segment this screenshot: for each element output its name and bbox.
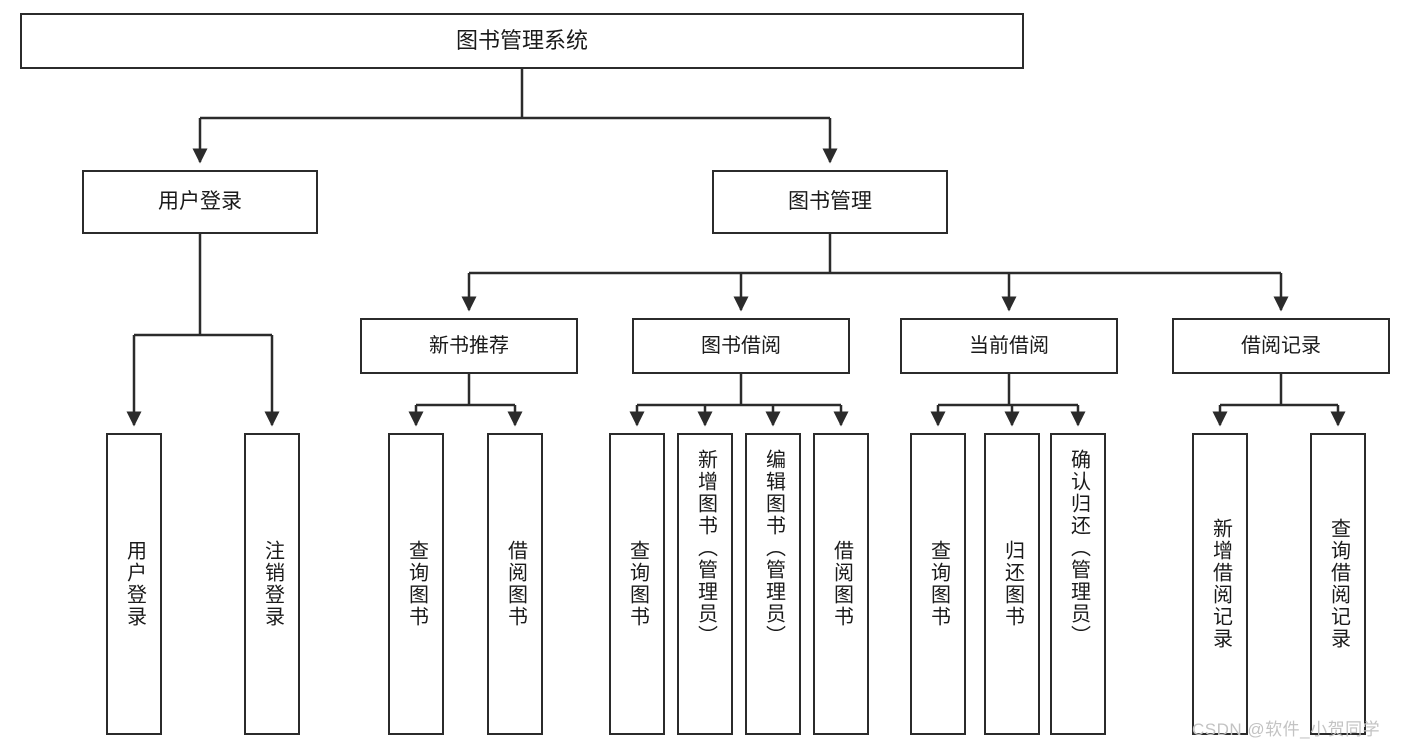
node-leaf-query-book-1-label: 查询图书	[405, 540, 428, 628]
node-leaf-query-book-1[interactable]: 查询图书	[388, 433, 444, 735]
node-leaf-borrow-book-2[interactable]: 借阅图书	[813, 433, 869, 735]
node-leaf-query-book-2-label: 查询图书	[626, 540, 649, 628]
node-book-manage[interactable]: 图书管理	[712, 170, 948, 234]
node-leaf-add-book[interactable]: 新增图书（管理员）	[677, 433, 733, 735]
node-root-label: 图书管理系统	[455, 28, 588, 54]
node-leaf-confirm-return[interactable]: 确认归还（管理员）	[1050, 433, 1106, 735]
node-leaf-query-record-label: 查询借阅记录	[1327, 518, 1350, 650]
node-book-manage-label: 图书管理	[788, 189, 872, 213]
node-leaf-user-login-label: 用户登录	[123, 540, 146, 628]
csdn-watermark: CSDN @软件_小贺同学	[1192, 720, 1381, 739]
node-root[interactable]: 图书管理系统	[20, 13, 1024, 69]
node-leaf-logout[interactable]: 注销登录	[244, 433, 300, 735]
node-book-borrow[interactable]: 图书借阅	[632, 318, 850, 374]
node-leaf-user-login[interactable]: 用户登录	[106, 433, 162, 735]
node-leaf-borrow-book-1[interactable]: 借阅图书	[487, 433, 543, 735]
node-leaf-query-record[interactable]: 查询借阅记录	[1310, 433, 1366, 735]
node-user-login-label: 用户登录	[158, 189, 242, 213]
node-leaf-return-book-label: 归还图书	[1001, 540, 1024, 628]
node-leaf-add-record-label: 新增借阅记录	[1209, 518, 1232, 650]
node-leaf-confirm-return-label: 确认归还（管理员）	[1067, 449, 1090, 647]
node-leaf-add-book-label: 新增图书（管理员）	[694, 449, 717, 647]
node-leaf-return-book[interactable]: 归还图书	[984, 433, 1040, 735]
node-leaf-query-book-2[interactable]: 查询图书	[609, 433, 665, 735]
node-leaf-query-book-3-label: 查询图书	[927, 540, 950, 628]
node-book-borrow-label: 图书借阅	[701, 334, 781, 357]
node-current-borrow-label: 当前借阅	[969, 334, 1049, 357]
node-leaf-edit-book-label: 编辑图书（管理员）	[762, 449, 785, 647]
node-leaf-add-record[interactable]: 新增借阅记录	[1192, 433, 1248, 735]
node-new-book-rec[interactable]: 新书推荐	[360, 318, 578, 374]
node-user-login[interactable]: 用户登录	[82, 170, 318, 234]
node-borrow-record-label: 借阅记录	[1241, 334, 1321, 357]
node-leaf-query-book-3[interactable]: 查询图书	[910, 433, 966, 735]
node-borrow-record[interactable]: 借阅记录	[1172, 318, 1390, 374]
node-current-borrow[interactable]: 当前借阅	[900, 318, 1118, 374]
node-leaf-borrow-book-1-label: 借阅图书	[504, 540, 527, 628]
node-leaf-logout-label: 注销登录	[261, 540, 284, 628]
node-leaf-edit-book[interactable]: 编辑图书（管理员）	[745, 433, 801, 735]
node-new-book-rec-label: 新书推荐	[429, 334, 509, 357]
node-leaf-borrow-book-2-label: 借阅图书	[830, 540, 853, 628]
